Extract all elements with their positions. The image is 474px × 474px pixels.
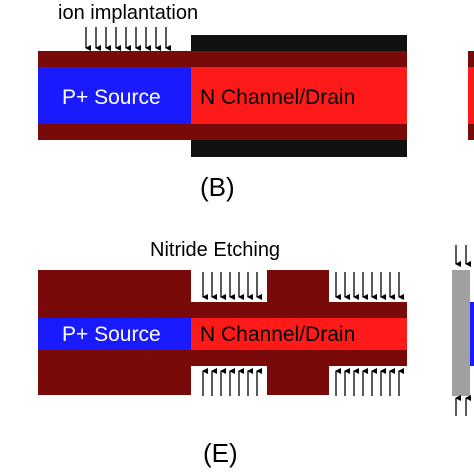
panel-f-edge-arrows	[455, 245, 471, 416]
panel-e-caption: (E)	[203, 438, 238, 468]
panel-e-oxide-top-etched-1	[191, 302, 267, 318]
panel-e-p-source-region	[38, 318, 191, 350]
panel-b-implant-arrows	[85, 27, 171, 51]
panel-e-oxide-top-mid	[267, 270, 329, 318]
panel-b: ion implantation P+ Source N Channel/Dra…	[38, 2, 474, 202]
panel-e-heading: Nitride Etching	[150, 239, 280, 261]
panel-c-edge-fragment-bottom	[468, 124, 474, 140]
panel-b-p-source-region	[38, 67, 191, 124]
panel-e-channel-label: N Channel/Drain	[200, 323, 355, 346]
panel-e-n-channel-region	[191, 318, 407, 350]
panel-e-oxide-top-etched-2	[329, 302, 407, 318]
panel-e-oxide-bottom-etched-1	[191, 350, 267, 366]
panel-b-source-label: P+ Source	[62, 86, 161, 109]
panel-f-edge-gray	[452, 270, 470, 396]
panel-b-n-channel-region	[191, 67, 407, 124]
panel-e-oxide-bottom-left	[38, 350, 191, 395]
panel-b-oxide-top	[38, 51, 407, 67]
panel-b-caption: (B)	[200, 172, 235, 202]
panel-e-etch-arrows-bottom	[202, 368, 404, 396]
panel-e-etch-arrows-top	[202, 272, 404, 300]
panel-b-heading: ion implantation	[58, 2, 198, 24]
panel-e-oxide-bottom-etched-2	[329, 350, 407, 366]
panel-e-oxide-top-left	[38, 270, 191, 318]
panel-b-channel-label: N Channel/Drain	[200, 86, 355, 109]
panel-e-oxide-bottom-mid	[267, 350, 329, 395]
panel-b-oxide-bottom	[38, 124, 407, 140]
panel-c-edge-fragment	[468, 67, 474, 124]
panel-c-edge-fragment-top	[468, 51, 474, 67]
panel-e: Nitride Etching P+ Source N Channel/Drai…	[38, 239, 474, 468]
panel-f-edge-blue	[470, 302, 474, 366]
panel-e-source-label: P+ Source	[62, 323, 161, 346]
